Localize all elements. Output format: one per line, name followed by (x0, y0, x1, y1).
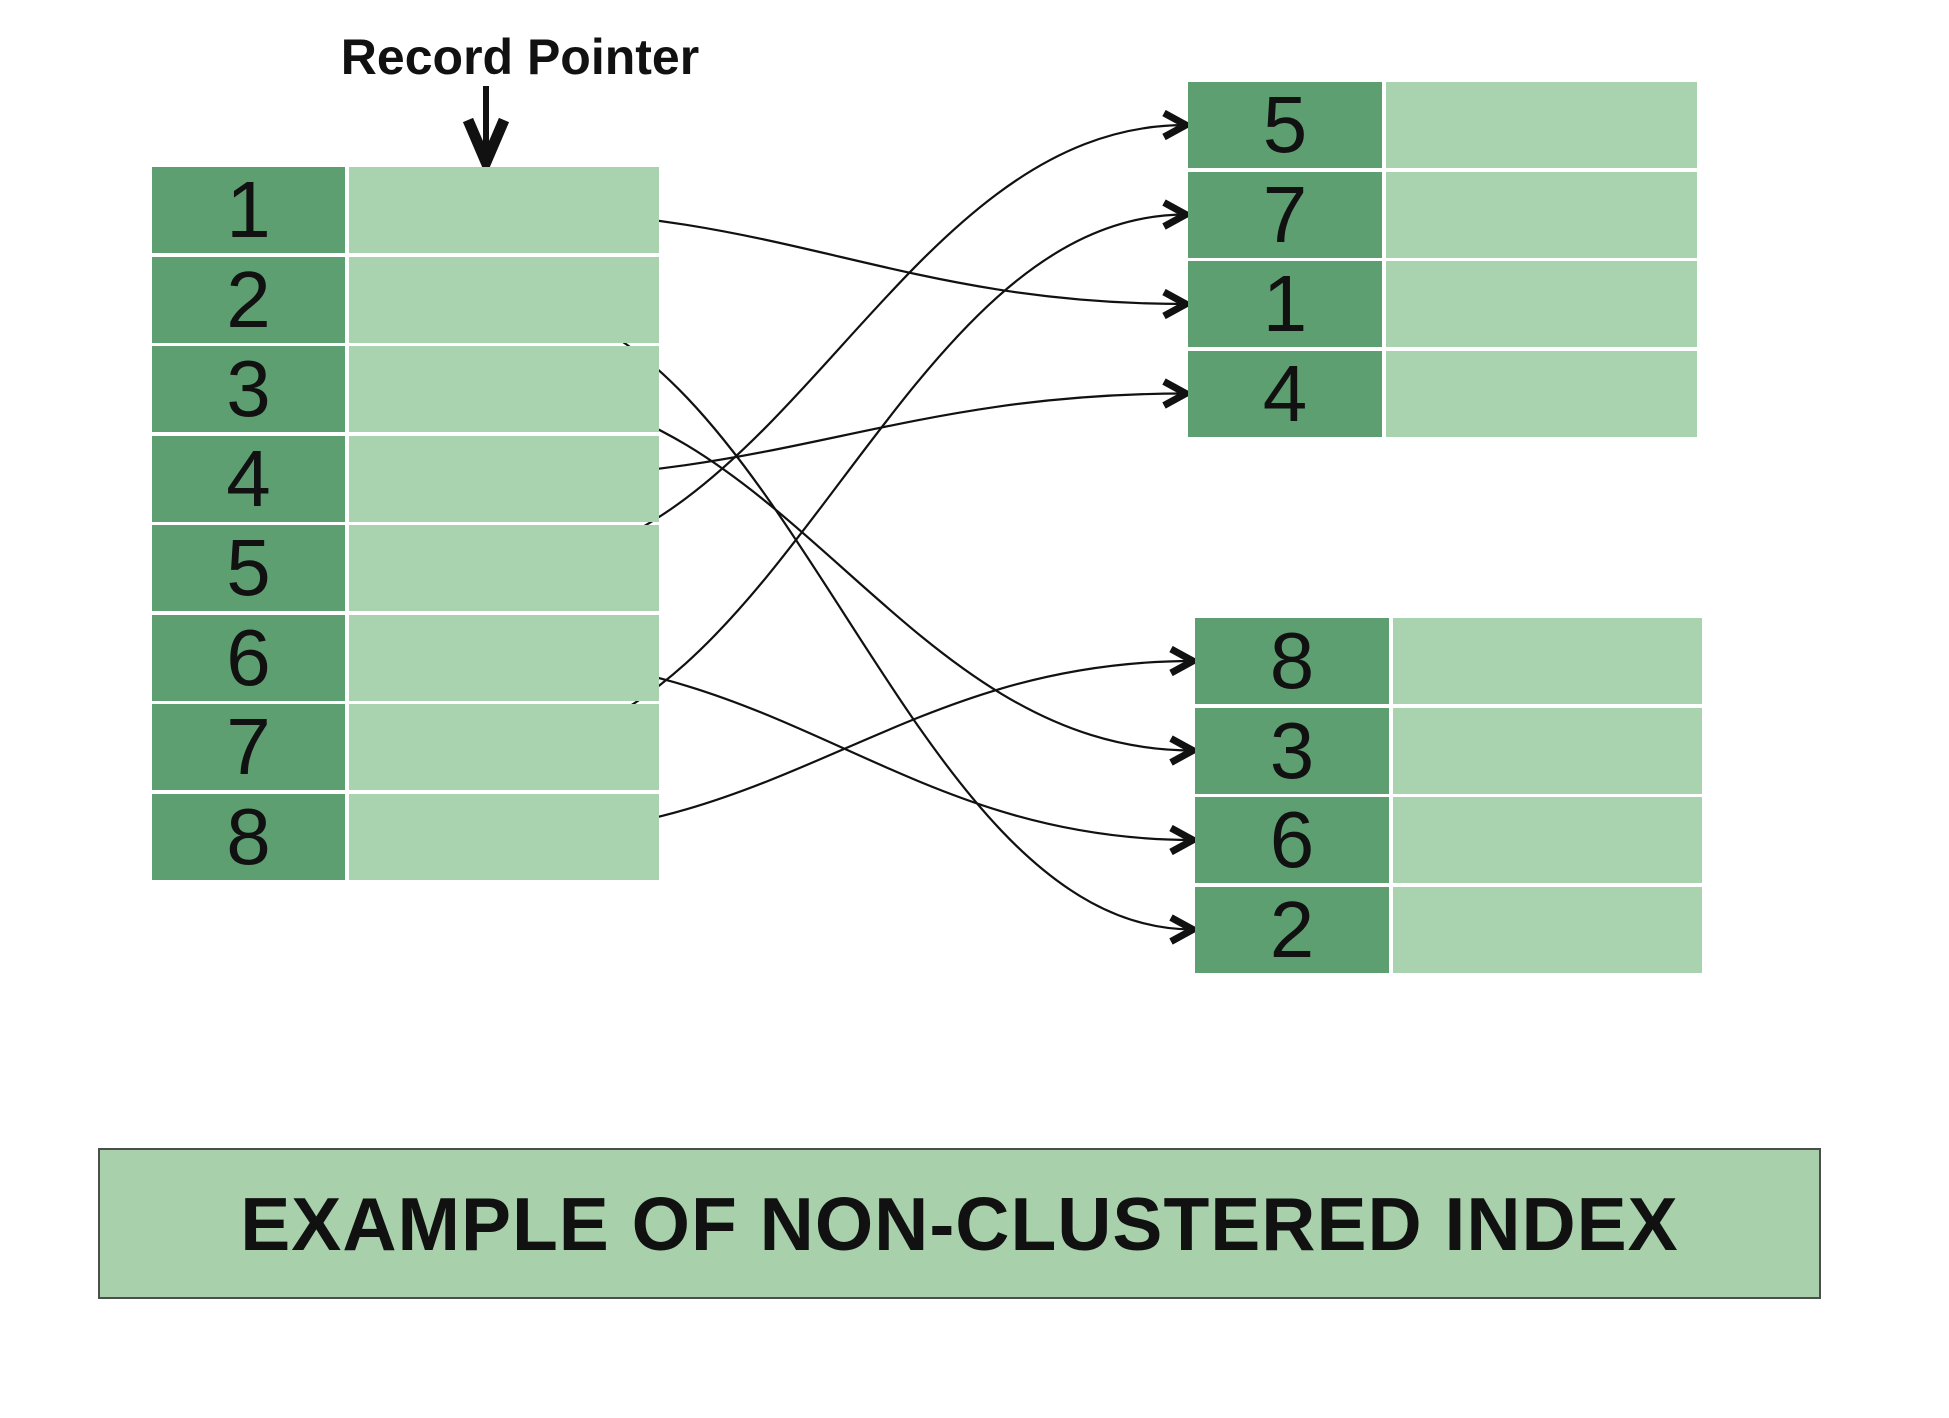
data-page-2-key-cell-2: 2 (1195, 886, 1389, 973)
index-table-value-cell (349, 435, 659, 522)
index-table-key-cell-7: 7 (152, 704, 345, 790)
caption-banner: EXAMPLE OF NON-CLUSTERED INDEX (98, 1148, 1821, 1299)
record-pointer-arrow (462, 86, 510, 176)
data-page-2-key-cell-3: 3 (1195, 707, 1389, 794)
data-page-2-value-cell (1393, 618, 1702, 704)
index-table-value-cell (349, 614, 659, 701)
data-page-1-value-cell (1386, 171, 1697, 258)
data-page-1-key-cell-7: 7 (1188, 171, 1382, 258)
data-page-2-key-cell-8: 8 (1195, 618, 1389, 704)
data-page-2-value-cell (1393, 797, 1702, 883)
index-table-value-cell (349, 704, 659, 790)
index-table-key-cell-5: 5 (152, 525, 345, 611)
data-page-2-key-cell-6: 6 (1195, 797, 1389, 883)
index-table-value-cell (349, 346, 659, 432)
data-page-1-value-cell (1386, 82, 1697, 168)
record-pointer-label: Record Pointer (340, 29, 700, 85)
index-table-value-cell (349, 167, 659, 253)
data-page-1-key-cell-4: 4 (1188, 350, 1382, 437)
data-page-1-key-cell-5: 5 (1188, 82, 1382, 168)
index-table-key-cell-6: 6 (152, 614, 345, 701)
index-table-key-cell-3: 3 (152, 346, 345, 432)
data-page-1-key-cell-1: 1 (1188, 261, 1382, 347)
data-page-2-value-cell (1393, 886, 1702, 973)
data-page-1-value-cell (1386, 350, 1697, 437)
index-table-key-cell-8: 8 (152, 793, 345, 880)
caption-text: EXAMPLE OF NON-CLUSTERED INDEX (240, 1181, 1679, 1266)
index-table-key-cell-1: 1 (152, 167, 345, 253)
index-table-key-cell-4: 4 (152, 435, 345, 522)
index-table-value-cell (349, 256, 659, 343)
index-table-value-cell (349, 525, 659, 611)
data-page-2-value-cell (1393, 707, 1702, 794)
index-table-value-cell (349, 793, 659, 880)
index-table-key-cell-2: 2 (152, 256, 345, 343)
data-page-1-value-cell (1386, 261, 1697, 347)
